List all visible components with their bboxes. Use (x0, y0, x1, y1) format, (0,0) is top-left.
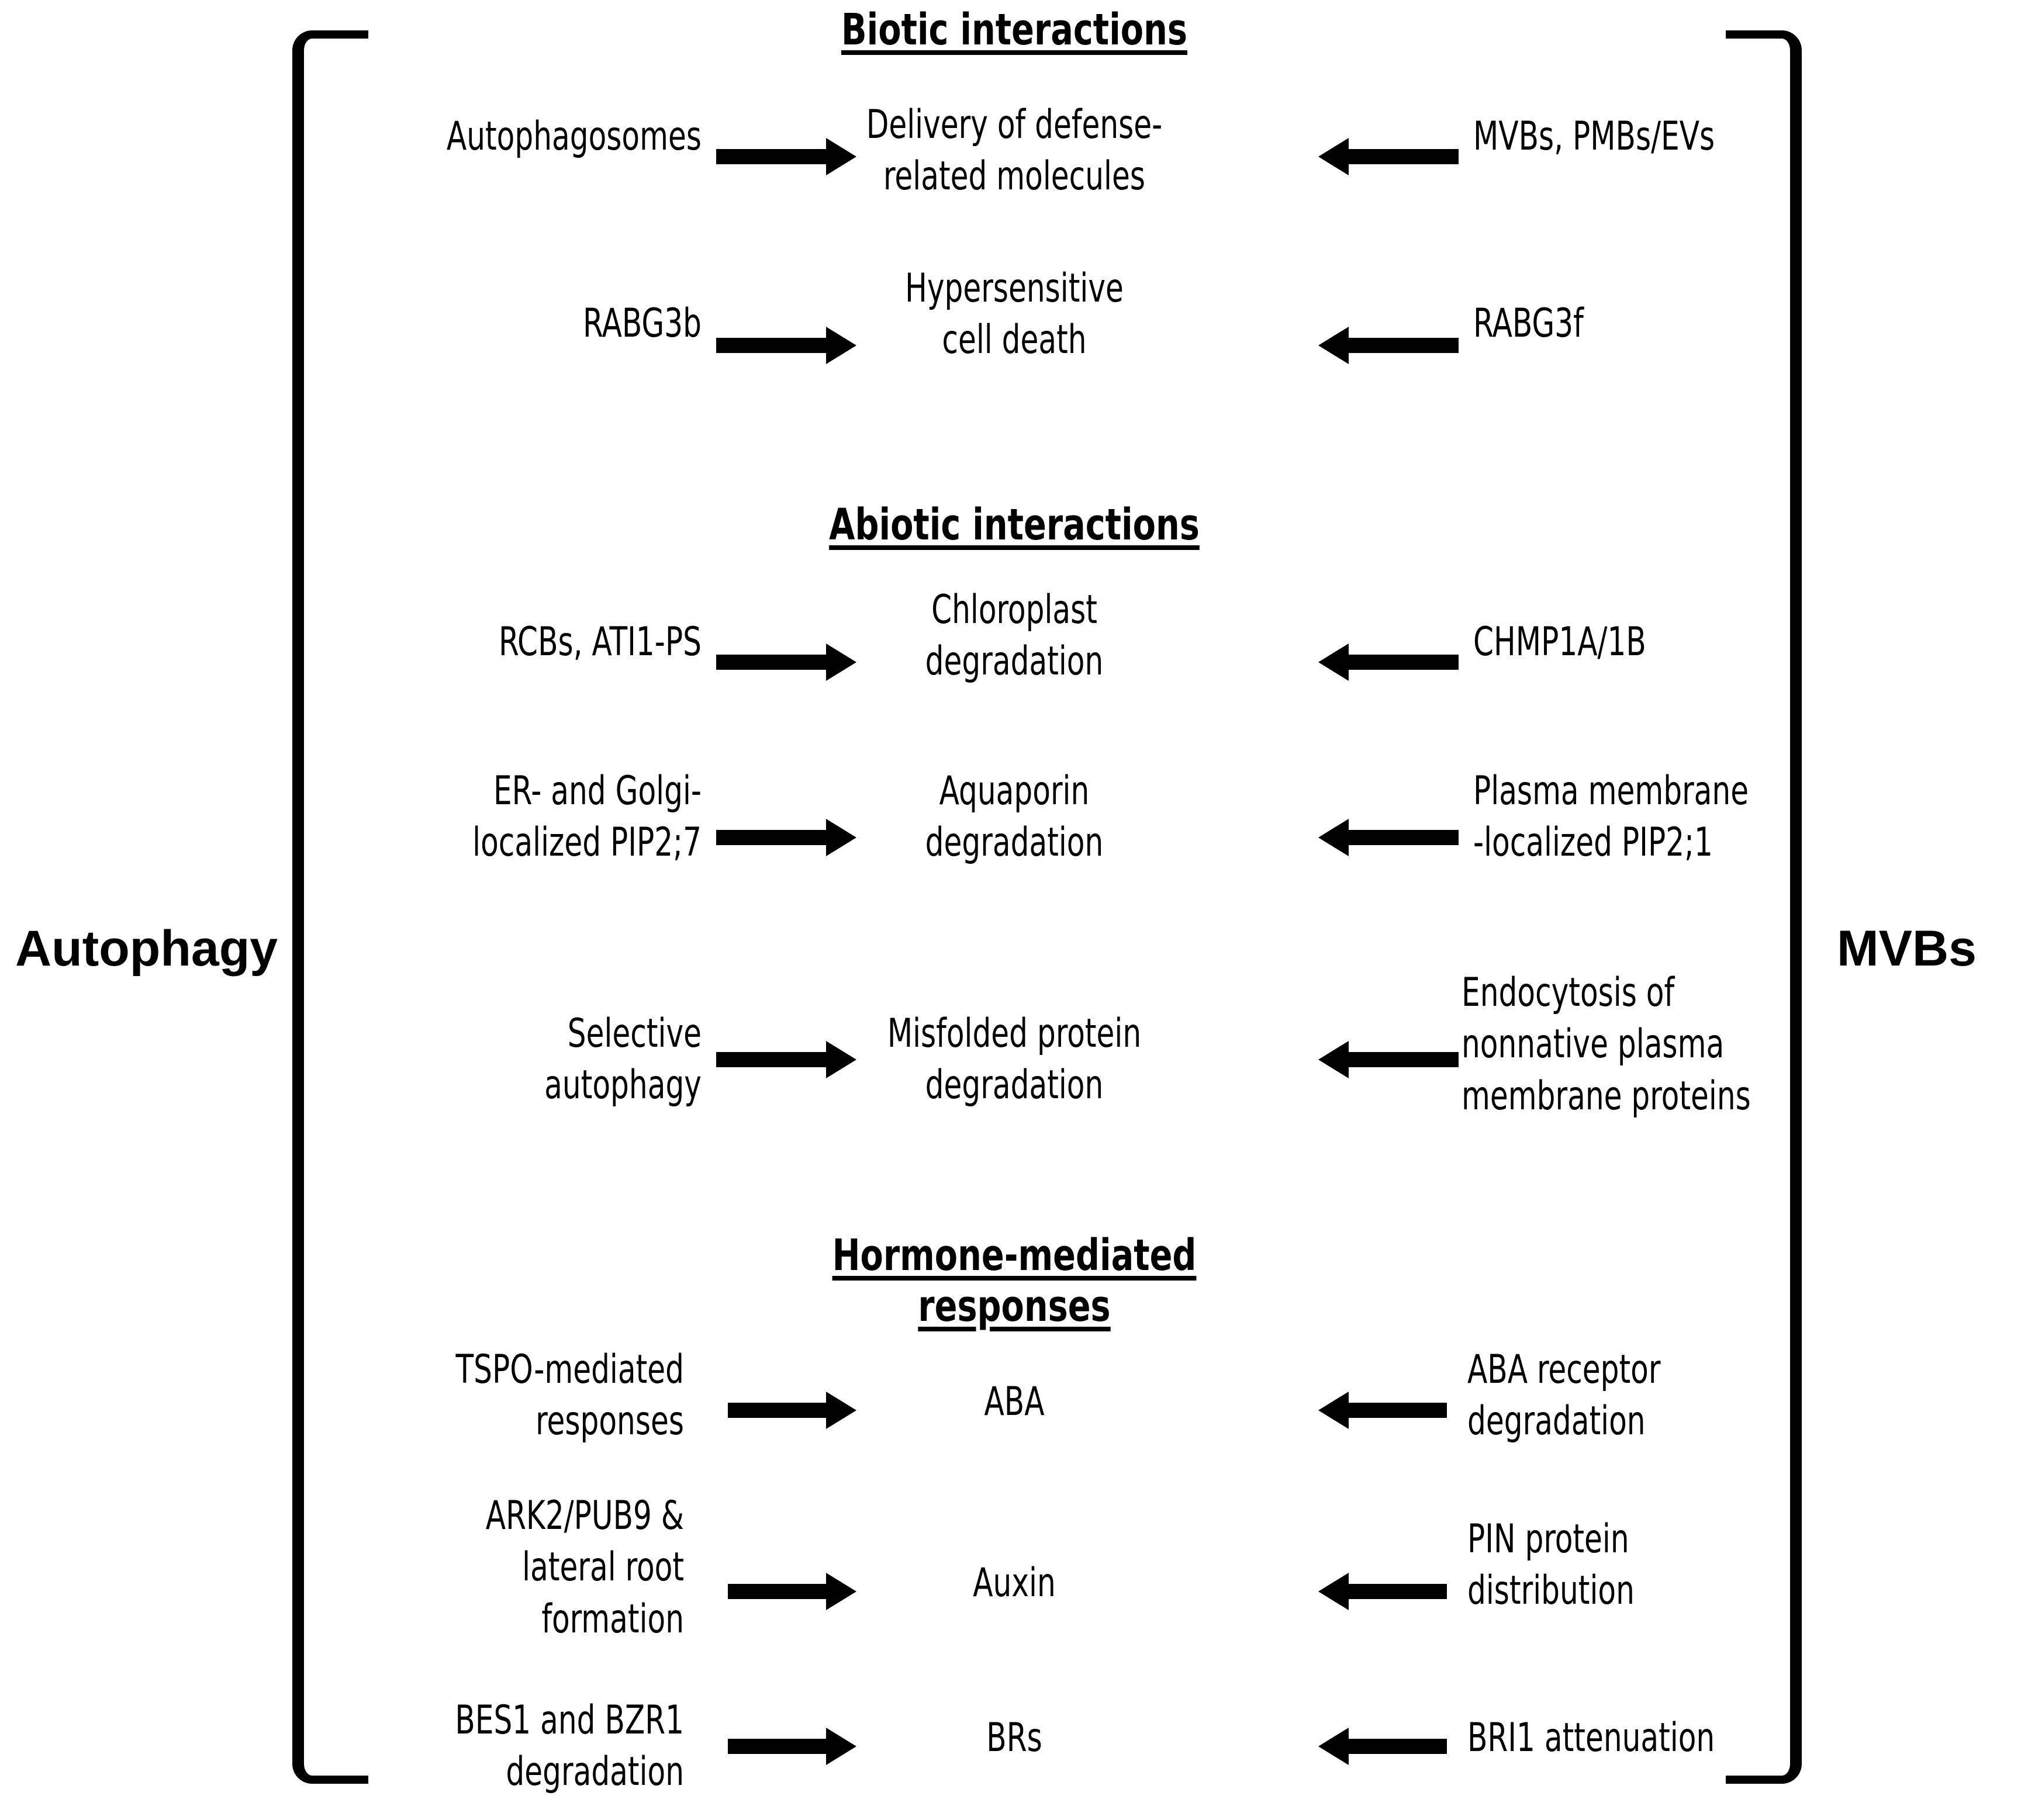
row-process-label: Misfolded protein degradation (887, 1011, 1142, 1109)
row-target-label: ABA receptor degradation (1467, 1347, 1661, 1445)
row-process-label: Chloroplast degradation (925, 587, 1104, 685)
section-title-line: Abiotic interactions (829, 500, 1200, 550)
right-bracket (1726, 30, 1802, 1784)
row-source-label: BES1 and BZR1 degradation (455, 1697, 684, 1795)
row-target-label: Endocytosis of nonnative plasma membrane… (1462, 970, 1751, 1119)
row-source-label: RCBs, ATI1-PS (498, 619, 702, 665)
row-source-label: Selective autophagy (544, 1011, 702, 1109)
row-target-label: Plasma membrane -localized PIP2;1 (1473, 768, 1749, 866)
row-target-label: MVBs, PMBs/EVs (1473, 113, 1715, 160)
row-target-label: CHMP1A/1B (1473, 619, 1646, 665)
section-title-line: Biotic interactions (841, 5, 1188, 55)
row-process-label: Delivery of defense- related molecules (866, 102, 1163, 200)
row-source-label: RABG3b (583, 300, 702, 347)
row-source-label: ER- and Golgi- localized PIP2;7 (472, 768, 702, 866)
section-title-hormone: Hormone-mediated responses (763, 1230, 1266, 1333)
section-title-line: responses (918, 1281, 1111, 1332)
section-title-abiotic: Abiotic interactions (763, 500, 1266, 551)
row-source-label: TSPO-mediated responses (455, 1347, 684, 1445)
row-process-label: Aquaporin degradation (925, 768, 1104, 866)
section-title-line: Hormone-mediated (832, 1230, 1197, 1281)
left-bracket (292, 30, 368, 1784)
row-process-label: BRs (986, 1715, 1042, 1761)
row-process-label: Hypersensitive cell death (905, 265, 1124, 364)
row-process-label: ABA (984, 1379, 1045, 1425)
row-target-label: BRI1 attenuation (1467, 1715, 1715, 1761)
mvbs-label: MVBs (1837, 921, 1977, 977)
row-target-label: RABG3f (1473, 300, 1584, 347)
section-title-biotic: Biotic interactions (763, 5, 1266, 56)
row-source-label: ARK2/PUB9 & lateral root formation (485, 1493, 684, 1642)
row-target-label: PIN protein distribution (1467, 1516, 1635, 1614)
autophagy-label: Autophagy (15, 921, 278, 977)
row-process-label: Auxin (973, 1560, 1056, 1606)
row-source-label: Autophagosomes (446, 113, 702, 160)
